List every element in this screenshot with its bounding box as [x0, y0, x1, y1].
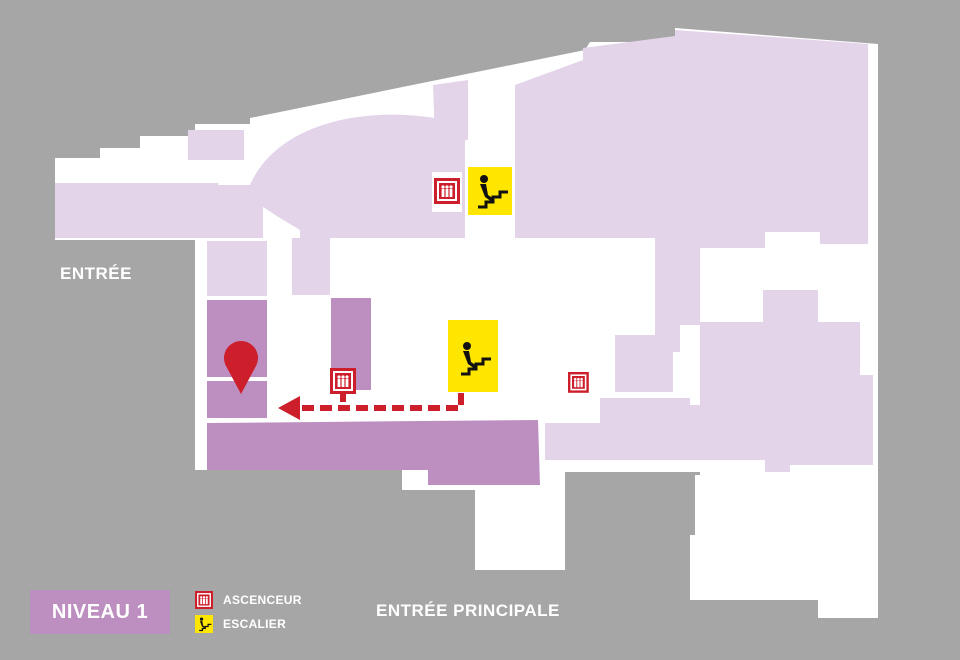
zones-light	[55, 30, 873, 472]
legend-label: ASCENCEUR	[223, 593, 302, 607]
elevator-icon	[195, 591, 213, 609]
elevator-icon	[330, 368, 356, 394]
elevator-icon	[568, 372, 589, 393]
map-pin-icon	[224, 341, 258, 394]
level-badge: NIVEAU 1	[30, 590, 170, 634]
legend-stairs: ESCALIER	[193, 615, 286, 633]
entrance-label: ENTRÉE	[60, 264, 132, 283]
route-arrow	[278, 393, 464, 420]
main-entrance-label: ENTRÉE PRINCIPALE	[376, 601, 560, 620]
elevator-icon	[432, 172, 462, 212]
legend-elevator: ASCENCEUR	[193, 591, 302, 609]
stairs-icon	[468, 167, 512, 215]
legend-label: ESCALIER	[223, 617, 287, 631]
stairs-icon	[195, 615, 213, 633]
stairs-icon	[448, 320, 498, 392]
